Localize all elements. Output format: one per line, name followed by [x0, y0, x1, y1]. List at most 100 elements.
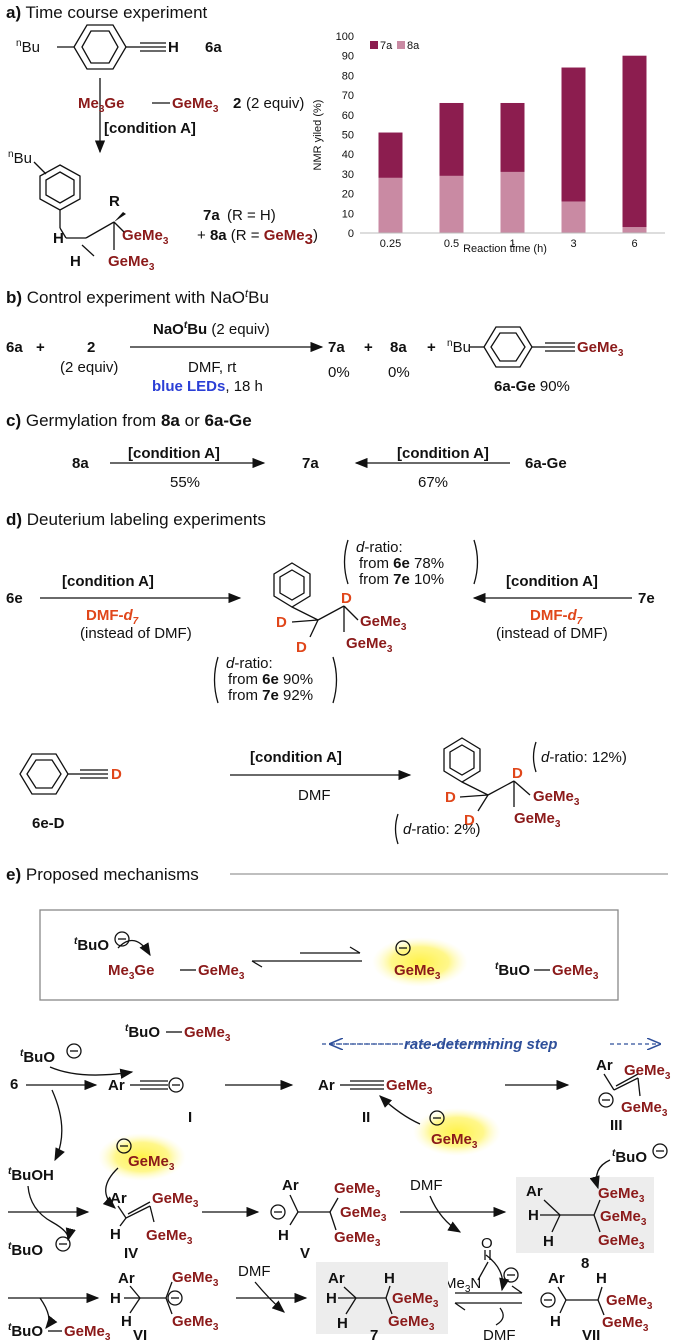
- svg-text:(2 equiv): (2 equiv): [246, 95, 304, 112]
- y-tick-label: 70: [342, 90, 354, 102]
- rate-determining-step-label: rate-determining step: [404, 1036, 557, 1053]
- svg-text:H: H: [110, 1226, 121, 1243]
- section-e: e) Proposed mechanisms tBuO Me3Ge GeMe3 …: [6, 865, 671, 1340]
- svg-text:NaOtBu (2 equiv): NaOtBu (2 equiv): [153, 320, 270, 338]
- svg-text:[condition A]: [condition A]: [250, 749, 342, 766]
- svg-text:(R = H): (R = H): [227, 207, 276, 224]
- bar-7a-3: [561, 67, 586, 202]
- x-tick-label: 1: [509, 238, 515, 250]
- svg-text:O: O: [481, 1235, 493, 1252]
- svg-text:7: 7: [370, 1327, 378, 1340]
- svg-text:DMF: DMF: [410, 1177, 443, 1194]
- svg-text:GeMe3: GeMe3: [386, 1077, 433, 1097]
- time-course-chart: NMR yiled (%) Reaction time (h) 7a 8a 01…: [312, 31, 665, 255]
- svg-text:[condition A]: [condition A]: [128, 445, 220, 462]
- svg-text:6e-D: 6e-D: [32, 815, 65, 832]
- svg-text:tBuO: tBuO: [495, 961, 530, 979]
- blue-leds-label: blue LEDs: [152, 378, 225, 395]
- svg-text:8: 8: [581, 1255, 589, 1272]
- svg-text:(instead of DMF): (instead of DMF): [80, 625, 192, 642]
- svg-text:H: H: [384, 1270, 395, 1287]
- svg-text:from 6e 90%: from 6e 90%: [228, 671, 313, 688]
- svg-text:GeMe3: GeMe3: [552, 962, 599, 982]
- svg-text:D: D: [276, 614, 287, 631]
- svg-text:6a: 6a: [6, 339, 23, 356]
- svg-text:II: II: [362, 1109, 370, 1126]
- y-tick-label: 100: [336, 31, 354, 43]
- section-a-heading: a) Time course experiment: [6, 3, 208, 22]
- svg-text:[condition A]: [condition A]: [506, 573, 598, 590]
- svg-text:GeMe3: GeMe3: [598, 1232, 645, 1252]
- svg-text:Ar: Ar: [108, 1077, 125, 1094]
- reagent-2: Me3Ge: [78, 95, 124, 115]
- svg-text:Ar: Ar: [110, 1190, 127, 1207]
- svg-text:D: D: [111, 766, 122, 783]
- svg-text:GeMe3: GeMe3: [514, 810, 561, 830]
- svg-text:nBu: nBu: [8, 149, 32, 167]
- svg-text:0%: 0%: [388, 364, 410, 381]
- svg-text:H: H: [596, 1270, 607, 1287]
- svg-text:Me3Ge: Me3Ge: [108, 962, 154, 982]
- svg-text:GeMe3: GeMe3: [360, 613, 407, 633]
- legend-swatch-8a: [397, 41, 405, 49]
- compound-7a-8a: nBu H H R GeMe3 GeMe3 7a (R = H) + 8a (R…: [8, 149, 318, 273]
- svg-text:H: H: [543, 1233, 554, 1250]
- svg-text:R: R: [109, 193, 120, 210]
- svg-text:DMF: DMF: [238, 1263, 271, 1280]
- svg-text:D: D: [445, 789, 456, 806]
- svg-text:GeMe3: GeMe3: [198, 962, 245, 982]
- y-tick-label: 40: [342, 149, 354, 161]
- svg-text:H: H: [278, 1227, 289, 1244]
- svg-text:GeMe3: GeMe3: [128, 1153, 175, 1173]
- svg-text:I: I: [188, 1109, 192, 1126]
- section-a: a) Time course experiment nBu H 6a Me3Ge…: [6, 3, 665, 273]
- svg-text:+: +: [36, 339, 45, 356]
- svg-text:6a-Ge 90%: 6a-Ge 90%: [494, 378, 570, 395]
- svg-text:H: H: [53, 230, 64, 247]
- svg-text:GeMe3: GeMe3: [577, 339, 624, 359]
- svg-text:GeMe3: GeMe3: [152, 1190, 199, 1210]
- svg-text:[condition A]: [condition A]: [62, 573, 154, 590]
- svg-text:from 7e 10%: from 7e 10%: [359, 571, 444, 588]
- bar-7a-6: [622, 55, 647, 228]
- svg-text:H: H: [550, 1313, 561, 1330]
- svg-text:GeMe3: GeMe3: [172, 1313, 219, 1333]
- svg-text:VII: VII: [582, 1327, 600, 1340]
- svg-text:H: H: [121, 1313, 132, 1330]
- section-d-heading: d) Deuterium labeling experiments: [6, 510, 266, 529]
- svg-text:VI: VI: [133, 1327, 147, 1340]
- svg-text:GeMe3: GeMe3: [598, 1185, 645, 1205]
- y-tick-label: 90: [342, 51, 354, 63]
- svg-text:55%: 55%: [170, 474, 200, 491]
- svg-text:Ar: Ar: [118, 1270, 135, 1287]
- svg-text:DMF-d7: DMF-d7: [530, 607, 583, 627]
- svg-text:6a-Ge: 6a-Ge: [525, 455, 567, 472]
- bar-7a-0.25: [378, 132, 403, 178]
- svg-text:tBuO: tBuO: [8, 1241, 43, 1259]
- svg-text:D: D: [464, 812, 475, 829]
- y-tick-label: 20: [342, 189, 354, 201]
- svg-text:blue LEDs, 18 h: blue LEDs, 18 h: [152, 378, 263, 395]
- section-c-heading: c) Germylation from 8a or 6a-Ge: [6, 411, 252, 430]
- equilibrium-box: [39, 909, 619, 1001]
- svg-text:tBuO: tBuO: [612, 1148, 647, 1166]
- svg-text:Ar: Ar: [318, 1077, 335, 1094]
- svg-text:+: +: [364, 339, 373, 356]
- svg-text:GeMe3: GeMe3: [172, 95, 219, 115]
- legend-label-7a: 7a: [380, 40, 393, 52]
- svg-text:tBuO: tBuO: [74, 936, 109, 954]
- svg-text:GeMe3: GeMe3: [64, 1323, 111, 1340]
- svg-text:[condition A]: [condition A]: [104, 120, 196, 137]
- x-tick-label: 0.5: [444, 238, 459, 250]
- svg-text:D: D: [296, 639, 307, 656]
- svg-text:d-ratio: 12%): d-ratio: 12%): [541, 749, 627, 766]
- svg-text:from 7e 92%: from 7e 92%: [228, 687, 313, 704]
- bar-8a-6: [622, 227, 647, 233]
- y-tick-label: 50: [342, 130, 354, 142]
- svg-text:(2 equiv): (2 equiv): [60, 359, 118, 376]
- bar-7a-1: [500, 102, 525, 172]
- svg-text:GeMe3: GeMe3: [172, 1269, 219, 1289]
- svg-text:DMF, rt: DMF, rt: [188, 359, 237, 376]
- svg-text:H: H: [70, 253, 81, 270]
